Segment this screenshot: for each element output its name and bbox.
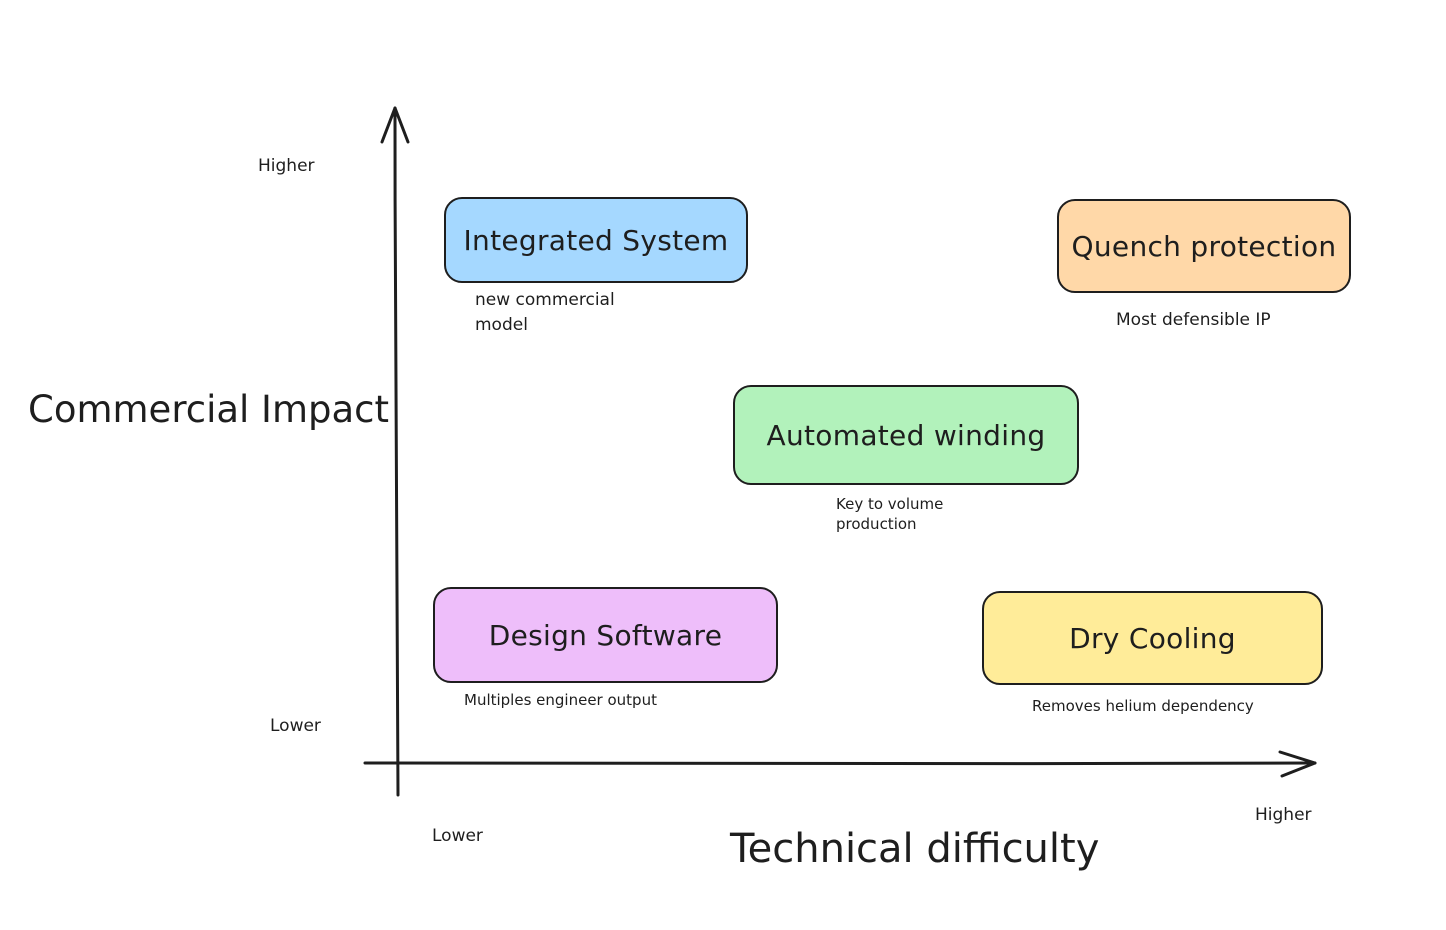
quench-protection-label: Quench protection (1071, 229, 1337, 263)
x-axis-title: Technical difficulty (730, 826, 1100, 872)
x-high-label: Higher (1255, 805, 1312, 825)
y-high-label: Higher (258, 156, 315, 176)
automated-winding-note-line2: production (836, 515, 917, 533)
automated-winding-label: Automated winding (766, 418, 1046, 452)
x-axis-line (363, 761, 1317, 766)
dry-cooling-box[interactable]: Dry Cooling (982, 591, 1323, 685)
integrated-system-note-line2: model (475, 315, 528, 335)
x-axis-arrowhead (1278, 750, 1317, 778)
dry-cooling-note: Removes helium dependency (1032, 697, 1254, 715)
integrated-system-note-line1: new commercial (475, 290, 615, 310)
quench-protection-note: Most defensible IP (1116, 310, 1271, 330)
y-low-label: Lower (270, 716, 321, 736)
design-software-box[interactable]: Design Software (433, 587, 778, 683)
design-software-label: Design Software (488, 618, 723, 652)
y-axis-title: Commercial Impact (28, 388, 390, 431)
dry-cooling-label: Dry Cooling (1069, 621, 1236, 655)
y-axis-line (393, 106, 400, 797)
design-software-note: Multiples engineer output (464, 691, 657, 709)
automated-winding-note-line1: Key to volume (836, 495, 944, 513)
integrated-system-label: Integrated System (463, 223, 729, 257)
automated-winding-note: Key to volume production (836, 494, 943, 534)
y-axis-arrowhead (380, 106, 410, 144)
x-low-label: Lower (432, 826, 483, 846)
integrated-system-box[interactable]: Integrated System (444, 197, 748, 283)
integrated-system-note: new commercial model (475, 288, 615, 338)
quench-protection-box[interactable]: Quench protection (1057, 199, 1351, 293)
automated-winding-box[interactable]: Automated winding (733, 385, 1079, 485)
